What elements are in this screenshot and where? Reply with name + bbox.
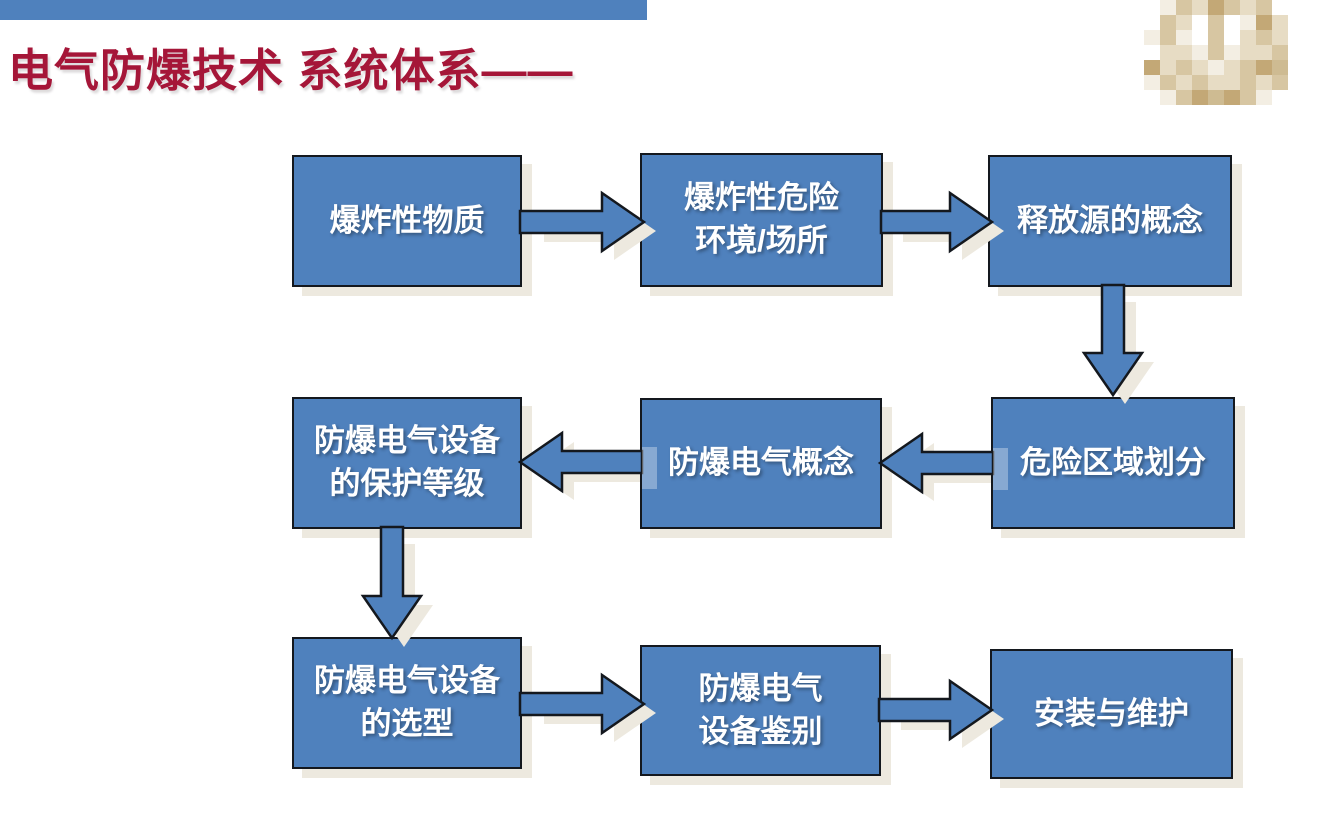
- arrow-right-4: [877, 678, 1004, 748]
- node-label-line: 爆炸性物质: [329, 202, 485, 238]
- flow-node-installation-maintenance: 安装与维护: [990, 649, 1233, 779]
- node-label-line: 爆炸性危险: [684, 180, 839, 216]
- slide-title: 电气防爆技术 系统体系——: [8, 45, 574, 96]
- node-label-line: 防爆电气设备: [314, 423, 500, 459]
- flow-node-equipment-selection: 防爆电气设备 的选型: [292, 637, 522, 769]
- flow-node-equipment-protection-level: 防爆电气设备 的保护等级: [292, 397, 522, 529]
- arrow-right-1: [518, 190, 656, 260]
- arrow-down-2: [360, 525, 433, 647]
- flow-node-explosive-hazard-environment: 爆炸性危险 环境/场所: [640, 153, 883, 287]
- top-accent-bar: [0, 0, 647, 20]
- node-label-line: 的选型: [360, 706, 454, 741]
- flow-node-hazardous-area-classification: 危险区域划分: [991, 397, 1235, 529]
- arrow-left-1: [877, 431, 1008, 501]
- arrow-left-2: [517, 430, 657, 500]
- node-label-line: 的保护等级: [329, 466, 485, 501]
- flow-node-release-source-concept: 释放源的概念: [988, 155, 1232, 287]
- node-label-line: 释放源的概念: [1017, 202, 1203, 238]
- flow-node-equipment-identification: 防爆电气 设备鉴别: [640, 645, 881, 776]
- node-label-line: 防爆电气概念: [668, 445, 854, 481]
- flow-node-exproof-electric-concept: 防爆电气概念: [640, 398, 882, 529]
- node-label-line: 危险区域划分: [1020, 444, 1206, 480]
- arrow-right-2: [879, 190, 1004, 260]
- node-label-line: 设备鉴别: [698, 713, 823, 749]
- node-label-line: 安装与维护: [1034, 695, 1189, 731]
- node-label-line: 防爆电气: [698, 670, 823, 706]
- node-label-line: 环境/场所: [695, 223, 828, 258]
- flow-node-explosive-substances: 爆炸性物质: [292, 155, 522, 287]
- arrow-right-3: [518, 672, 656, 742]
- logo-mosaic: [1144, 0, 1288, 105]
- arrow-down-1: [1081, 283, 1154, 404]
- node-label-line: 防爆电气设备: [314, 663, 500, 699]
